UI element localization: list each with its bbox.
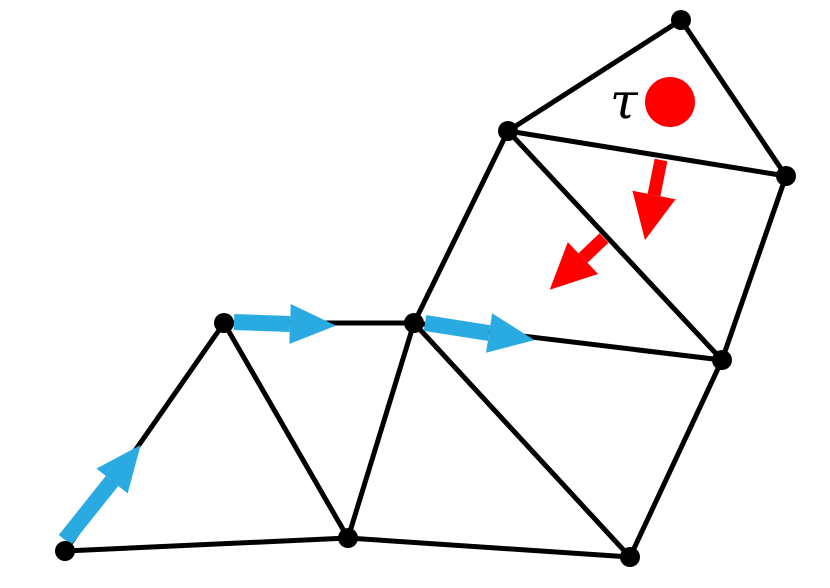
vertex-H — [776, 166, 796, 186]
vertex-F — [712, 350, 732, 370]
tau-label: τ — [610, 72, 639, 130]
edge-D-B — [221, 320, 351, 541]
mesh-arrows — [58, 158, 676, 545]
edge-G-F — [505, 128, 725, 363]
vertex-D — [214, 313, 234, 333]
vertex-C — [620, 547, 640, 567]
edge-G-H — [505, 128, 789, 179]
path-arrow-2 — [233, 304, 336, 344]
vertex-A — [55, 541, 75, 561]
path-arrow-3 — [423, 313, 535, 353]
edge-I-H — [678, 17, 789, 179]
path-arrow-1 — [58, 445, 141, 545]
edge-E-C — [411, 320, 633, 560]
vertex-G — [498, 121, 518, 141]
vertex-B — [338, 528, 358, 548]
edge-A-B — [62, 535, 351, 554]
mesh-vertices — [55, 10, 796, 567]
edge-C-F — [627, 357, 725, 560]
vertex-E — [404, 313, 424, 333]
edge-B-E — [345, 320, 417, 541]
edge-F-H — [719, 173, 789, 363]
flow-arrow-1 — [632, 158, 676, 241]
edge-B-C — [345, 535, 633, 560]
edge-G-I — [505, 17, 684, 134]
edge-E-G — [411, 128, 511, 326]
tau-marker-dot — [645, 77, 695, 127]
vertex-I — [671, 10, 691, 30]
flow-arrow-2 — [549, 233, 609, 290]
